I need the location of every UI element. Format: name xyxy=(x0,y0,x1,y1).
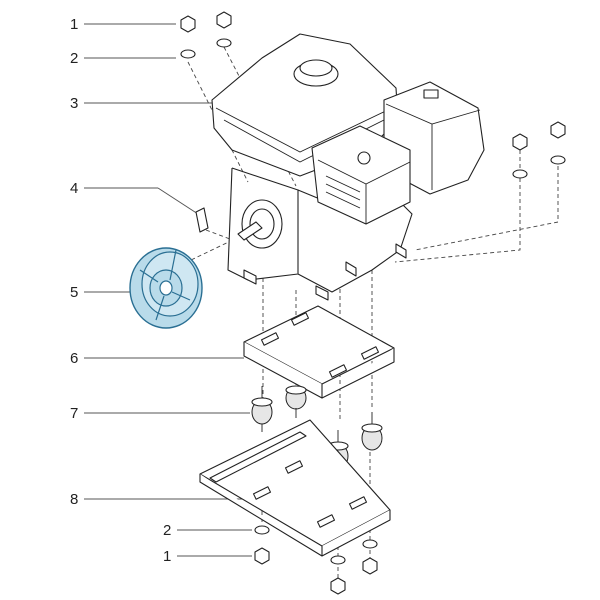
engine xyxy=(180,11,566,301)
callout-label: 2 xyxy=(163,522,171,539)
belt-pulley xyxy=(129,247,203,329)
callout-7: 7 xyxy=(70,405,250,422)
callout-1-bottom: 1 xyxy=(163,548,252,565)
callout-4: 4 xyxy=(70,180,199,215)
base-frame xyxy=(199,419,391,557)
callout-label: 3 xyxy=(70,95,78,112)
callout-2-bottom: 2 xyxy=(163,522,252,539)
callout-label: 4 xyxy=(70,180,78,197)
callout-label: 1 xyxy=(163,548,171,565)
callout-2-top: 2 xyxy=(70,50,176,67)
callout-1-top: 1 xyxy=(70,16,176,33)
upper-mount-plate xyxy=(243,305,395,399)
callout-label: 7 xyxy=(70,405,78,422)
callout-5: 5 xyxy=(70,284,134,301)
bottom-hardware xyxy=(254,525,378,595)
callout-label: 5 xyxy=(70,284,78,301)
callout-label: 1 xyxy=(70,16,78,33)
callout-6: 6 xyxy=(70,350,244,367)
callout-label: 6 xyxy=(70,350,78,367)
shaft-key xyxy=(195,207,209,233)
callout-label: 8 xyxy=(70,491,78,508)
callout-label: 2 xyxy=(70,50,78,67)
